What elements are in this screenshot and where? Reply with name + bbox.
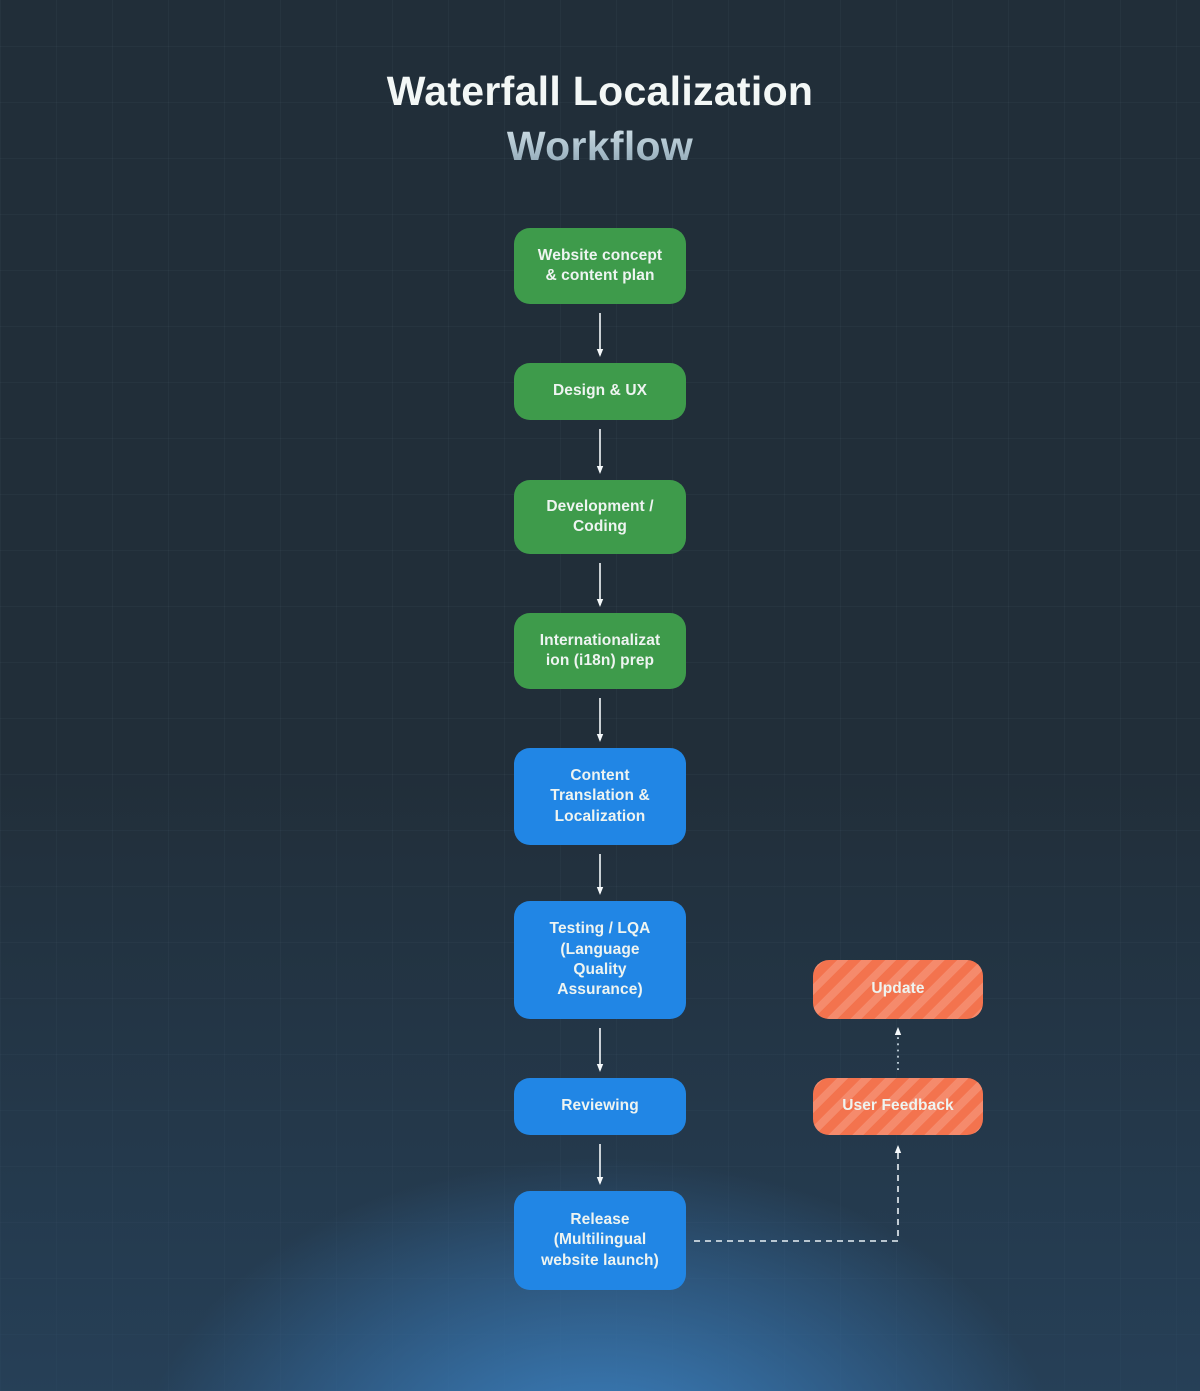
flow-step-development-coding: Development / Coding [514,480,686,554]
title-line-2: Workflow [0,119,1200,174]
flow-step-reviewing: Reviewing [514,1078,686,1135]
feedback-step-user-feedback: User Feedback [813,1078,983,1135]
feedback-step-update: Update [813,960,983,1019]
page-title: Waterfall Localization Workflow [0,64,1200,174]
flow-step-release: Release (Multilingual website launch) [514,1191,686,1290]
flow-step-website-concept: Website concept & content plan [514,228,686,304]
flow-step-design-ux: Design & UX [514,363,686,420]
flow-step-i18n-prep: Internationalizat ion (i18n) prep [514,613,686,689]
title-line-1: Waterfall Localization [386,68,814,114]
flow-step-testing-lqa: Testing / LQA (Language Quality Assuranc… [514,901,686,1019]
flow-step-content-translation: Content Translation & Localization [514,748,686,845]
feedback-path-release-to-user-feedback [694,1145,902,1242]
